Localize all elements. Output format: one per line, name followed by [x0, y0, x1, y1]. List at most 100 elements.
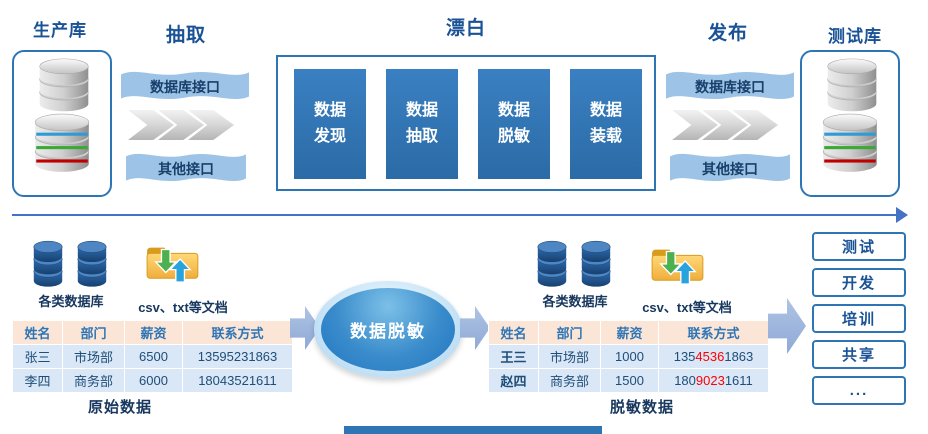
table-row: 赵四 商务部 1500 18090231611: [488, 368, 769, 393]
contact-masked-digits: 4536: [695, 349, 725, 364]
block-arrow-icon: [768, 298, 806, 354]
masked-data-table: 姓名 部门 薪资 联系方式 王三 市场部 1000 13545361863 赵四…: [488, 320, 769, 393]
database-striped-icon: [817, 112, 883, 176]
folder-transfer-icon: [143, 238, 201, 284]
source-file-label: csv、txt等文档: [138, 300, 228, 315]
label-test-db: 测试库: [828, 27, 882, 46]
header-contact: 联系方式: [658, 320, 769, 345]
target-box-share: 共享: [812, 340, 906, 369]
banner-db-interface-left: 数据库接口: [121, 66, 249, 106]
process-box-line: 发现: [313, 128, 346, 145]
wave-banner-shape: [670, 153, 790, 182]
process-box-line: 数据: [497, 102, 530, 120]
table-header-row: 姓名 部门 薪资 联系方式: [12, 320, 293, 345]
source-db-label: 各类数据库: [38, 294, 104, 309]
banner-label: 数据库接口: [150, 79, 220, 95]
process-box-line: 装载: [589, 128, 622, 145]
cell-dept: 市场部: [62, 344, 125, 369]
process-box-load: 数据 装载: [570, 69, 642, 179]
footer-bar: [344, 426, 602, 434]
header-salary: 薪资: [124, 320, 183, 345]
cell-dept: 商务部: [538, 368, 601, 393]
table-row: 李四 商务部 6000 18043521611: [12, 368, 293, 393]
masking-ellipse: 数据脱敏: [314, 281, 462, 378]
chevron-flow-left: [128, 110, 234, 140]
contact-prefix: 135: [673, 349, 696, 364]
header-dept: 部门: [62, 320, 125, 345]
wave-banner-shape: [126, 153, 246, 182]
label-extract: 抽取: [166, 25, 207, 46]
process-box-mask: 数据 脱敏: [478, 69, 550, 179]
contact-suffix: 1611: [724, 373, 753, 388]
masking-ellipse-label: 数据脱敏: [321, 288, 455, 371]
process-box-line: 数据: [313, 102, 346, 120]
header-name: 姓名: [488, 320, 539, 345]
header-contact: 联系方式: [182, 320, 293, 345]
process-box-line: 数据: [405, 102, 438, 120]
cell-salary: 6500: [124, 344, 183, 369]
bleach-container: 数据 发现 数据 抽取 数据 脱敏 数据 装载: [276, 55, 656, 191]
header-dept: 部门: [538, 320, 601, 345]
contact-prefix: 180: [674, 373, 696, 388]
cell-contact: 13595231863: [182, 344, 293, 369]
cell-dept: 市场部: [538, 344, 601, 369]
wave-banner-shape: [121, 71, 249, 100]
banner-other-interface-left: 其他接口: [126, 148, 246, 188]
flow-arrow-head-icon: [896, 207, 908, 223]
process-box-discovery: 数据 发现: [294, 69, 366, 179]
folder-transfer-icon: [648, 240, 706, 286]
banner-label: 其他接口: [158, 161, 214, 177]
process-box-line: 抽取: [405, 128, 438, 145]
table-row: 王三 市场部 1000 13545361863: [488, 344, 769, 369]
cell-dept: 商务部: [62, 368, 125, 393]
label-bleach: 漂白: [446, 18, 487, 39]
contact-masked-digits: 9023: [695, 373, 725, 388]
database-icon: [534, 238, 570, 288]
production-db-box: [12, 50, 112, 197]
flow-arrow: [12, 214, 898, 216]
banner-other-interface-right: 其他接口: [670, 148, 790, 188]
target-box-test: 测试: [812, 232, 906, 261]
cell-salary-masked: 1000: [600, 344, 659, 369]
test-db-box: [800, 50, 900, 197]
header-name: 姓名: [12, 320, 63, 345]
process-box-line: 脱敏: [497, 128, 530, 145]
original-data-caption: 原始数据: [88, 399, 153, 416]
process-box-line: 数据: [589, 102, 622, 120]
target-box-dev: 开发: [812, 268, 906, 297]
cell-name: 李四: [12, 368, 63, 393]
database-striped-icon: [29, 112, 95, 176]
target-box-training: 培训: [812, 304, 906, 333]
cell-name-masked: 赵四: [488, 368, 539, 393]
cell-salary-masked: 1500: [600, 368, 659, 393]
label-publish: 发布: [708, 23, 749, 44]
cell-name: 张三: [12, 344, 63, 369]
table-row: 张三 市场部 6500 13595231863: [12, 344, 293, 369]
database-icon: [30, 238, 66, 288]
cell-contact: 18043521611: [182, 368, 293, 393]
original-data-table: 姓名 部门 薪资 联系方式 张三 市场部 6500 13595231863 李四…: [12, 320, 293, 393]
table-header-row: 姓名 部门 薪资 联系方式: [488, 320, 769, 345]
header-salary: 薪资: [600, 320, 659, 345]
cell-salary: 6000: [124, 368, 183, 393]
source-file-label: csv、txt等文档: [642, 300, 732, 315]
wave-banner-shape: [666, 71, 794, 100]
cell-name-masked: 王三: [488, 344, 539, 369]
database-stack-icon: [822, 57, 882, 115]
target-box-more: ...: [812, 376, 906, 405]
masked-data-caption: 脱敏数据: [610, 399, 675, 416]
process-box-extract: 数据 抽取: [386, 69, 458, 179]
contact-suffix: 1863: [724, 349, 754, 364]
label-production-db: 生产库: [33, 21, 87, 40]
database-stack-icon: [34, 57, 94, 115]
block-arrow-icon: [460, 306, 490, 350]
database-icon: [578, 238, 614, 288]
cell-contact-masked: 13545361863: [658, 344, 769, 369]
banner-label: 其他接口: [702, 161, 758, 177]
banner-label: 数据库接口: [695, 79, 765, 95]
chevron-flow-right: [672, 110, 778, 140]
cell-contact-masked: 18090231611: [658, 368, 769, 393]
banner-db-interface-right: 数据库接口: [666, 66, 794, 106]
source-db-label: 各类数据库: [542, 294, 608, 309]
